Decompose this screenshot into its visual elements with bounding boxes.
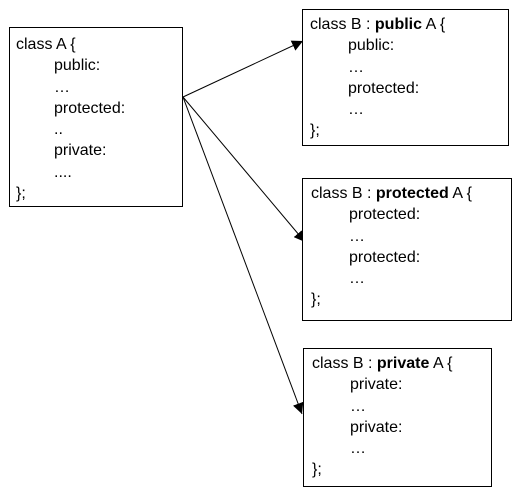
header-suffix: A { xyxy=(429,355,453,372)
class-b-private-box: class B : private A { private: … private… xyxy=(303,348,492,487)
class-b-public-line-3: protected: xyxy=(348,79,420,97)
class-b-protected-line-1: protected: xyxy=(349,206,421,224)
class-a-line-protected-members: .. xyxy=(54,121,63,139)
header-suffix: A { xyxy=(448,185,472,202)
class-b-public-box: class B : public A { public: … protected… xyxy=(302,9,509,146)
header-suffix: A { xyxy=(422,16,446,33)
class-b-protected-box: class B : protected A { protected: … pro… xyxy=(302,178,512,321)
header-prefix: class B : xyxy=(311,185,376,202)
class-b-public-line-2: … xyxy=(348,58,364,76)
class-b-public-header: class B : public A { xyxy=(310,14,508,35)
class-b-private-closing: }; xyxy=(312,461,322,479)
inheritance-keyword: protected xyxy=(375,185,449,202)
arrow-to-protected-class xyxy=(182,96,306,243)
class-a-line-public-label: public: xyxy=(54,57,101,75)
class-b-private-line-4: … xyxy=(350,440,366,458)
class-a-line-protected-label: protected: xyxy=(54,99,126,117)
arrow-to-private-class xyxy=(182,96,304,415)
inheritance-keyword: private xyxy=(376,355,430,372)
class-b-protected-line-2: … xyxy=(349,227,365,245)
class-a-box: class A { public: … protected: .. privat… xyxy=(9,27,183,207)
class-b-protected-line-3: protected: xyxy=(349,248,421,266)
class-b-private-line-3: private: xyxy=(350,418,403,436)
inheritance-keyword: public xyxy=(374,16,423,33)
class-a-closing: }; xyxy=(16,185,26,203)
class-a-header: class A { xyxy=(16,36,76,53)
class-b-protected-line-4: … xyxy=(349,270,365,288)
header-prefix: class B : xyxy=(312,355,377,372)
class-b-private-line-1: private: xyxy=(350,376,403,394)
class-b-private-header: class B : private A { xyxy=(312,353,491,374)
class-b-public-line-1: public: xyxy=(348,37,395,55)
class-b-public-line-4: … xyxy=(348,101,364,119)
class-b-protected-header: class B : protected A { xyxy=(311,183,511,204)
class-a-line-private-label: private: xyxy=(54,142,107,160)
class-a-line-private-members: .... xyxy=(54,163,72,181)
class-b-private-line-2: … xyxy=(350,397,366,415)
arrow-to-public-class xyxy=(182,40,304,98)
header-prefix: class B : xyxy=(310,16,375,33)
class-a-line-public-members: … xyxy=(54,78,70,96)
class-b-protected-closing: }; xyxy=(311,291,321,309)
class-b-public-closing: }; xyxy=(310,122,320,140)
